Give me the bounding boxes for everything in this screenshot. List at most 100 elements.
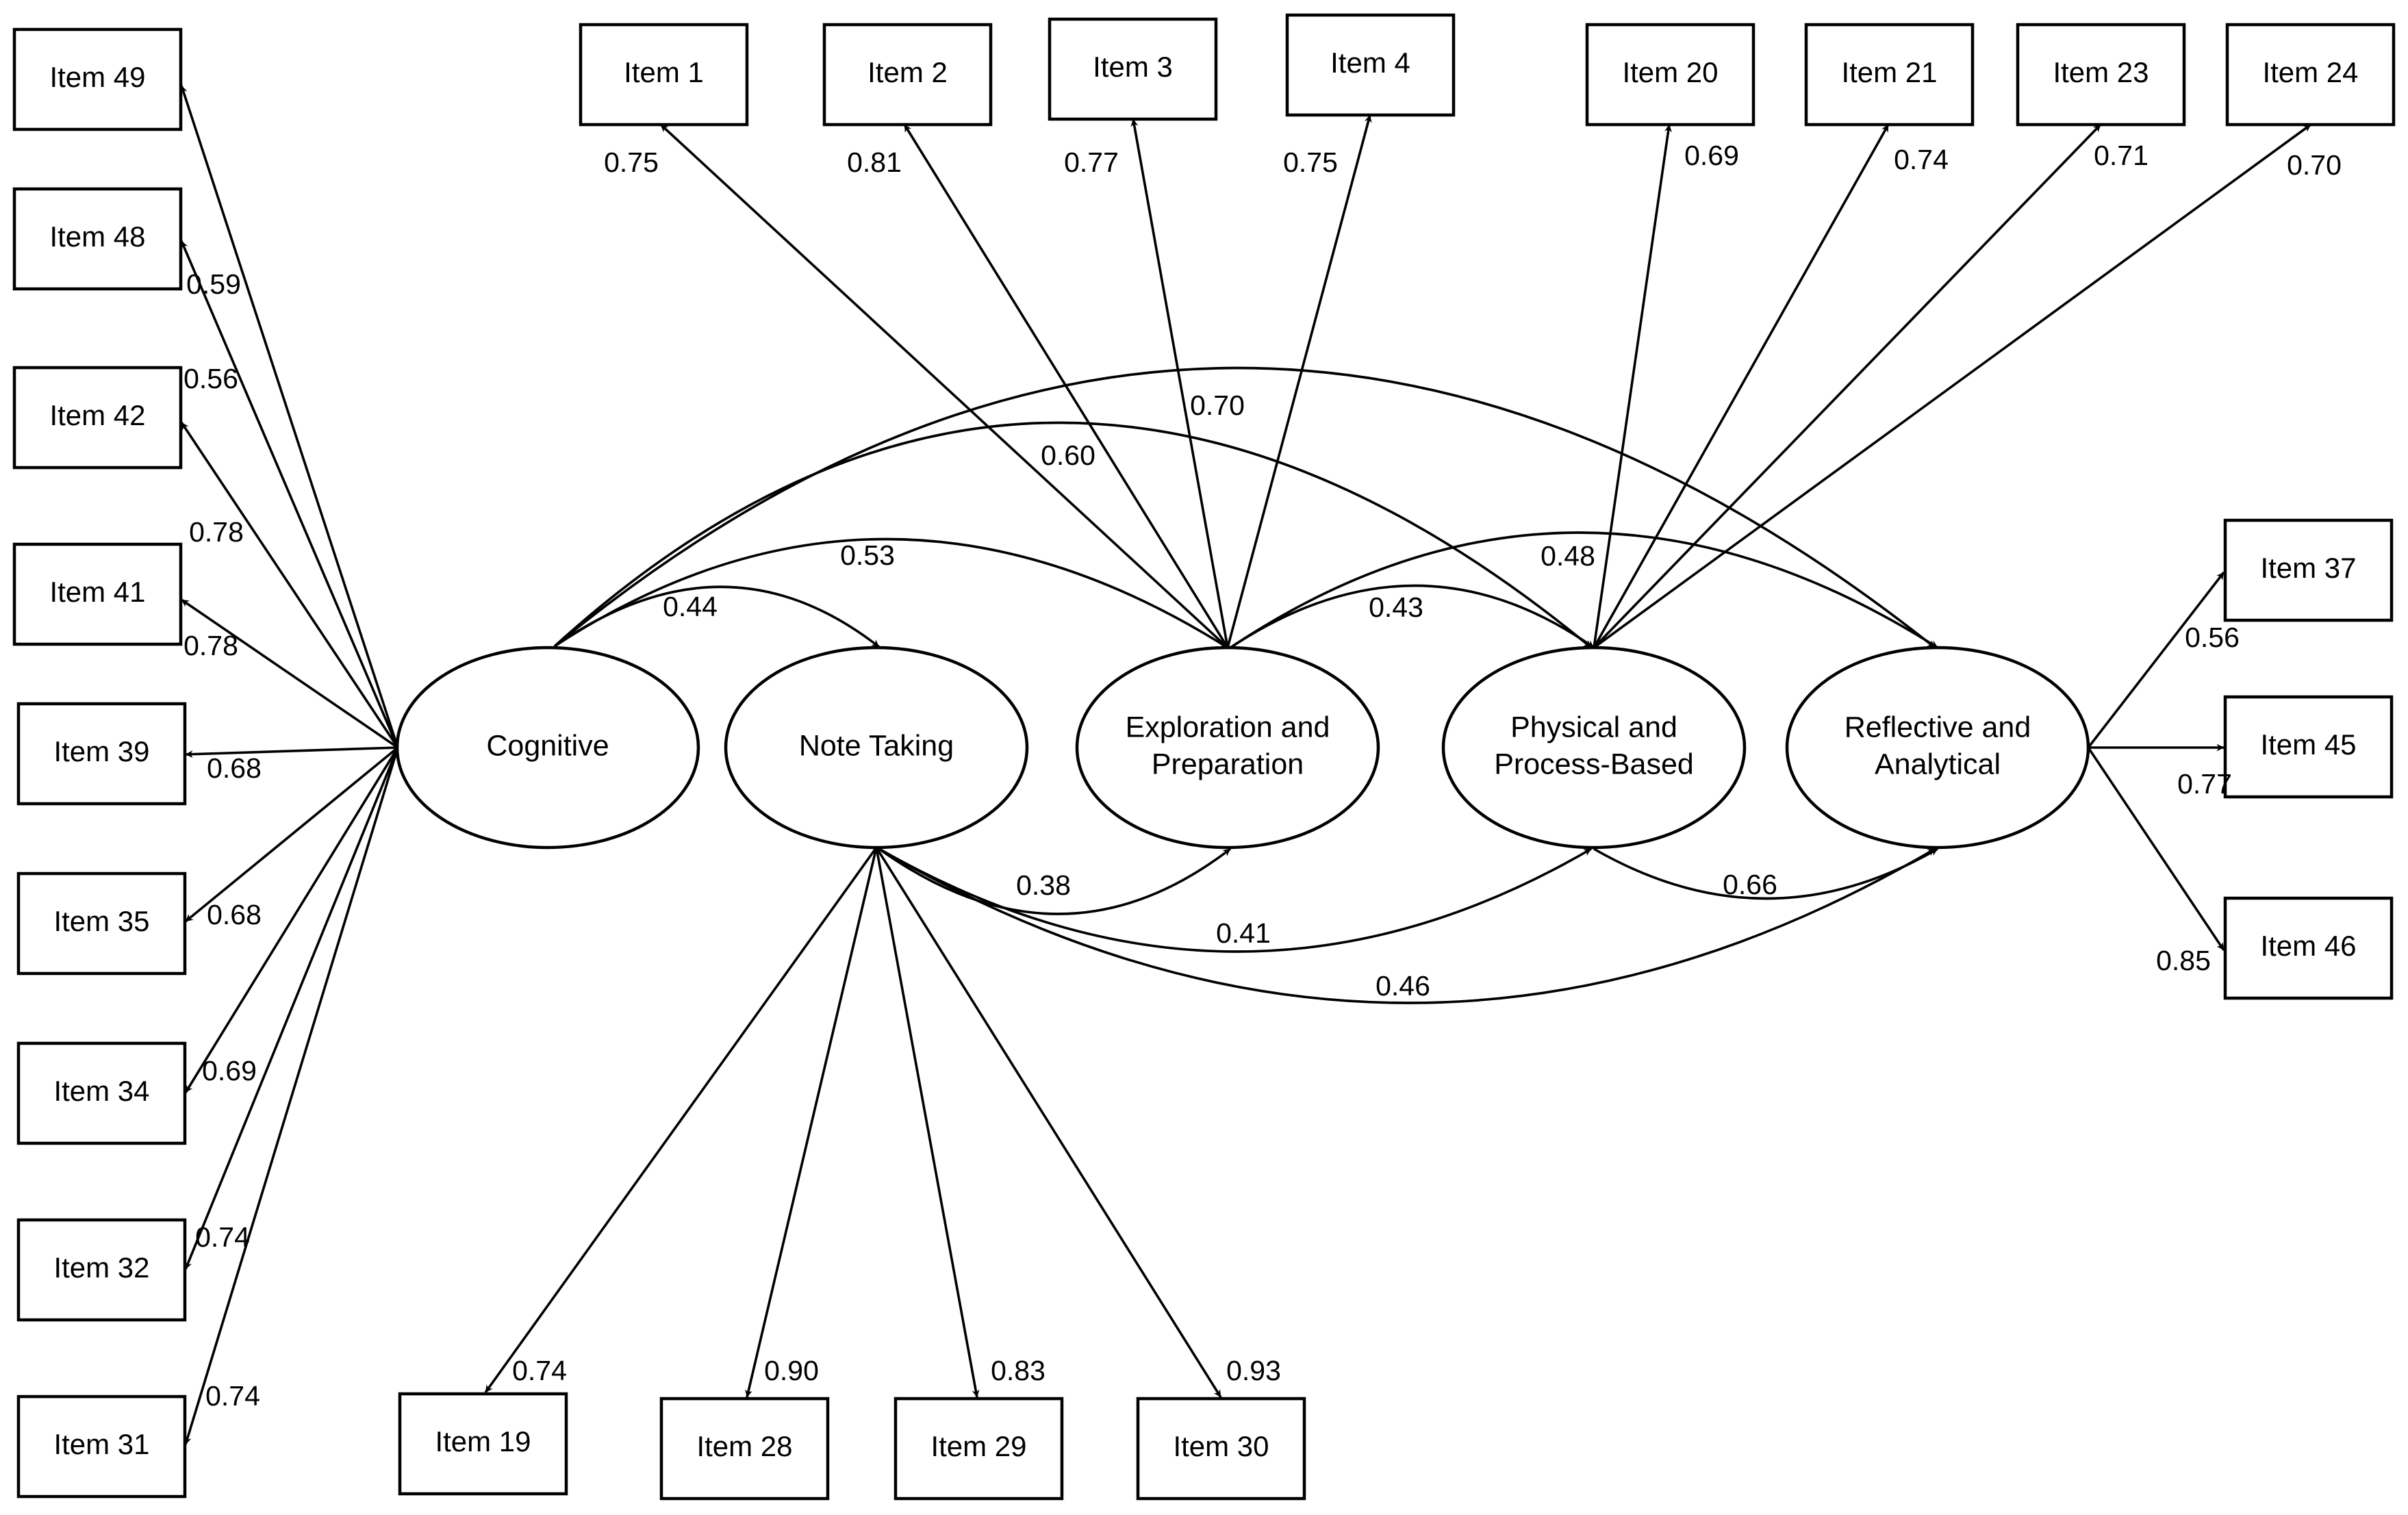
item-rect: [16, 1218, 187, 1322]
factor-oval: [724, 646, 1029, 850]
loading-value-exp-i4: 0.75: [1283, 147, 1338, 178]
loading-value-refl-i45: 0.77: [2177, 768, 2232, 800]
item-label: Item 28: [696, 1430, 792, 1462]
correlation-arc-phys-refl: [1586, 841, 1938, 900]
loading-value-phys-i23: 0.71: [2094, 140, 2149, 171]
labels-layer: 0.440.530.600.700.430.480.380.410.460.66…: [183, 140, 2342, 1412]
correlation-value-cog-note: 0.44: [663, 591, 718, 622]
item-rect: [659, 1397, 830, 1501]
loading-value-phys-i21: 0.74: [1894, 144, 1949, 175]
item-label: Item 32: [53, 1251, 149, 1284]
correlation-arc-cog-phys: [546, 421, 1593, 654]
item-box-item-20: Item 20: [1585, 23, 1756, 127]
item-rect: [1048, 17, 1218, 121]
item-box-item-37: Item 37: [2223, 518, 2394, 622]
item-box-item-34: Item 34: [16, 1041, 187, 1145]
loading-value-cog-i31: 0.74: [205, 1380, 260, 1412]
item-label: Item 39: [53, 735, 149, 767]
loading-arrow-exp-i1: [659, 123, 1229, 649]
item-label: Item 2: [867, 56, 948, 88]
loading-value-refl-i46: 0.85: [2156, 945, 2211, 976]
factor-oval: [1785, 646, 2090, 850]
factor-label: Analytical: [1875, 748, 2001, 780]
item-box-item-4: Item 4: [1285, 13, 1456, 117]
correlation-value-note-phys: 0.41: [1216, 917, 1271, 949]
factor-label: Cognitive: [486, 729, 609, 762]
item-rect: [16, 702, 187, 806]
loading-arrow-cog-i34: [184, 747, 399, 1093]
loading-value-note-i28: 0.90: [764, 1355, 819, 1386]
factor-note-taking: Note Taking: [724, 646, 1029, 850]
item-rect: [2223, 695, 2394, 799]
factor-label: Process-Based: [1494, 748, 1694, 780]
item-rect: [1136, 1397, 1306, 1501]
correlation-value-exp-refl: 0.48: [1541, 540, 1595, 572]
item-box-item-48: Item 48: [12, 187, 183, 291]
item-label: Item 48: [49, 220, 145, 253]
correlation-arc-note-refl: [871, 841, 1936, 1004]
loading-arrow-cog-i42: [180, 422, 399, 748]
item-rect: [1804, 23, 1975, 127]
item-rect: [894, 1397, 1064, 1501]
loading-arrow-exp-i4: [1226, 114, 1372, 648]
correlation-arc-cog-exp: [546, 537, 1228, 654]
loading-value-refl-i37: 0.56: [2185, 622, 2240, 653]
item-label: Item 1: [624, 56, 704, 88]
factor-label: Note Taking: [799, 729, 954, 762]
item-box-item-35: Item 35: [16, 871, 187, 976]
item-label: Item 49: [49, 61, 145, 93]
correlation-arc-cog-refl: [546, 366, 1936, 654]
correlation-arc-note-phys: [871, 841, 1592, 953]
item-label: Item 41: [49, 576, 145, 608]
item-label: Item 24: [2262, 56, 2358, 88]
correlation-arc-exp-phys: [1222, 584, 1595, 655]
loading-arrow-phys-i20: [1593, 124, 1672, 648]
item-box-item-24: Item 24: [2225, 23, 2396, 127]
loading-value-note-i19: 0.74: [512, 1355, 567, 1386]
item-rect: [1585, 23, 1756, 127]
item-label: Item 45: [2260, 728, 2356, 761]
correlation-value-phys-refl: 0.66: [1723, 869, 1777, 900]
item-box-item-29: Item 29: [894, 1397, 1064, 1501]
factor-oval: [1441, 646, 1747, 850]
loading-arrow-exp-i3: [1130, 118, 1229, 648]
loading-arrow-cog-i32: [184, 747, 399, 1270]
loading-arrow-note-i28: [745, 847, 878, 1398]
item-rect: [2016, 23, 2186, 127]
loading-value-cog-i34: 0.69: [202, 1055, 257, 1086]
item-label: Item 20: [1622, 56, 1718, 88]
factor-label: Preparation: [1152, 748, 1304, 780]
item-label: Item 34: [53, 1075, 149, 1107]
factor-oval: [395, 646, 700, 850]
loading-arrow-cog-i49: [180, 85, 399, 748]
item-rect: [12, 366, 183, 470]
item-box-item-46: Item 46: [2223, 896, 2394, 1000]
factor-cognitive: Cognitive: [395, 646, 700, 850]
item-label: Item 3: [1093, 51, 1173, 83]
item-label: Item 4: [1330, 47, 1410, 79]
factor-label: Exploration and: [1126, 711, 1330, 743]
item-box-item-2: Item 2: [822, 23, 993, 127]
loading-value-cog-i48: 0.56: [183, 363, 238, 394]
loading-arrow-note-i19: [484, 846, 878, 1394]
item-label: Item 21: [1841, 56, 1937, 88]
loading-value-cog-i42: 0.78: [189, 516, 244, 548]
item-rect: [12, 27, 183, 131]
shapes-layer: Cognitive Note Taking Exploration andPrepa…: [12, 13, 2396, 1501]
loading-arrow-phys-i21: [1593, 124, 1890, 648]
correlation-value-note-refl: 0.46: [1376, 970, 1430, 1002]
item-box-item-31: Item 31: [16, 1395, 187, 1499]
paths-layer: [180, 85, 2312, 1445]
item-label: Item 42: [49, 399, 145, 431]
loading-arrow-cog-i41: [180, 598, 399, 749]
item-label: Item 29: [930, 1430, 1026, 1462]
loading-value-note-i30: 0.93: [1226, 1355, 1281, 1386]
item-rect: [2225, 23, 2396, 127]
item-box-item-32: Item 32: [16, 1218, 187, 1322]
item-rect: [16, 1395, 187, 1499]
item-box-item-41: Item 41: [12, 542, 183, 646]
